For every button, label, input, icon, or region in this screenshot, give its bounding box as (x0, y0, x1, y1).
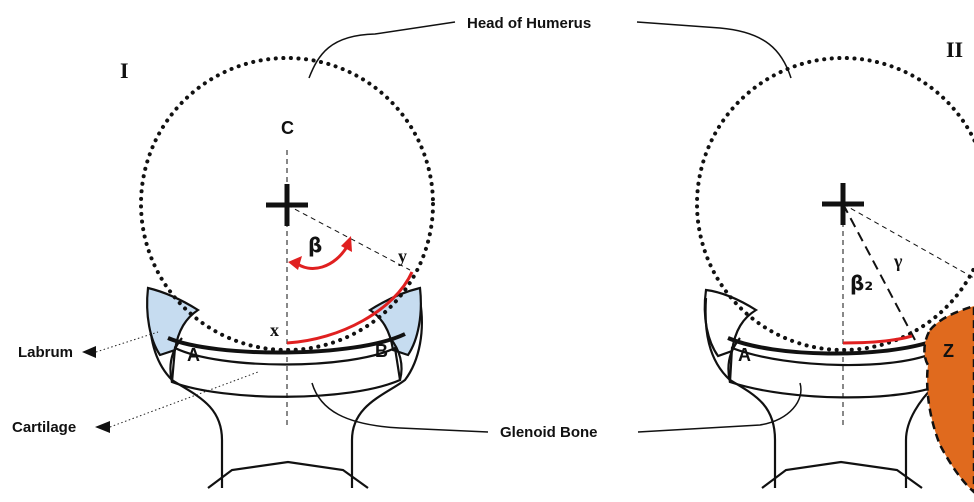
panel-1-angle-label: β (308, 233, 322, 257)
glenoid-leader-left (312, 383, 488, 432)
humerus-leader-right (637, 22, 791, 78)
glenoid-bone-label: Glenoid Bone (500, 424, 598, 441)
panel-2-contact-arc (843, 336, 912, 343)
panel-1-numeral: I (120, 58, 129, 83)
panel-2-angle-gamma: γ (893, 251, 903, 271)
panel-2-numeral: II (946, 37, 963, 62)
cartilage-label: Cartilage (12, 419, 76, 436)
panel-1-cartilage (172, 348, 400, 397)
panel-1-glenoid-body (150, 300, 422, 488)
cartilage-leader (110, 372, 258, 427)
panel-1-region-a: A (187, 345, 200, 365)
panel-2-defect-z (924, 306, 974, 492)
panel-1-arrowhead-left (288, 256, 302, 270)
panel-1-point-x: x (270, 320, 279, 340)
panel-2-angle-label: β₂ (850, 271, 873, 295)
head-of-humerus-label: Head of Humerus (467, 15, 591, 32)
humerus-leader-left (309, 22, 455, 78)
panel-1-point-y: y (398, 246, 407, 266)
panel-1-radius-line (287, 205, 410, 270)
cartilage-arrowhead (95, 421, 110, 433)
labrum-label: Labrum (18, 344, 73, 361)
panel-2-glenoid-base (762, 462, 922, 488)
panel-1-region-b: B (375, 341, 388, 361)
glenoid-leader-right (638, 383, 801, 432)
panel-2-region-z: Z (943, 341, 954, 361)
panel-1: I C β x y A B (120, 58, 433, 488)
labrum-leader (96, 332, 158, 352)
panel-2: II β₂ γ A Z (697, 37, 974, 492)
panel-1-center-label: C (281, 118, 294, 138)
labrum-arrowhead (82, 346, 96, 358)
panel-1-glenoid-base (208, 462, 368, 488)
panel-2-region-a: A (738, 345, 751, 365)
